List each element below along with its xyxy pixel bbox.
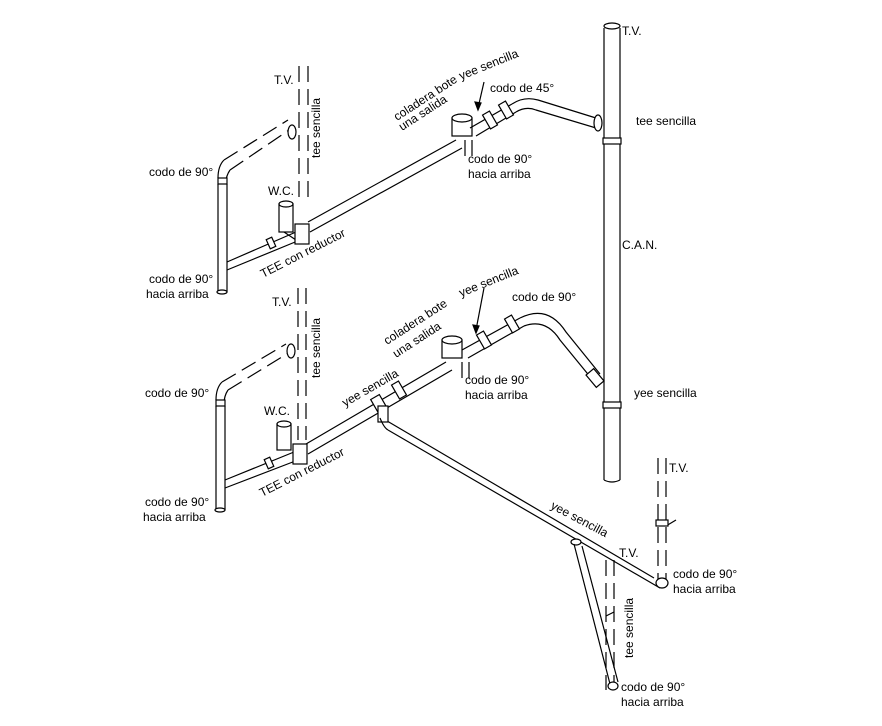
label-tv-right: T.V. xyxy=(669,461,689,475)
label-codo-45: codo de 45° xyxy=(490,81,554,95)
label-codo-90-bottom: codo de 90° xyxy=(621,680,685,694)
label-tv-bottom: T.V. xyxy=(619,546,639,560)
upper-branch xyxy=(216,66,603,295)
label-yee-sencilla-upper: yee sencilla xyxy=(457,46,521,83)
label-tv-upper: T.V. xyxy=(274,73,294,87)
label-can: C.A.N. xyxy=(622,238,657,252)
label-codo-90-upper-right: codo de 90° xyxy=(468,152,532,166)
label-hacia-arriba-right: hacia arriba xyxy=(673,582,736,596)
label-yee-sencilla-main: yee sencilla xyxy=(634,386,697,400)
label-hacia-arriba-upper-right: hacia arriba xyxy=(468,167,531,181)
label-tee-sencilla-bottom: tee sencilla xyxy=(622,598,636,658)
main-vertical-stack xyxy=(602,22,622,483)
label-tv-lower: T.V. xyxy=(272,295,292,309)
label-tee-sencilla-lower: tee sencilla xyxy=(309,318,323,378)
label-hacia-arriba-bottom: hacia arriba xyxy=(621,695,684,709)
label-tee-sencilla-upper: tee sencilla xyxy=(309,98,323,158)
label-tee-sencilla-main: tee sencilla xyxy=(636,114,696,128)
label-codo-90-lower: codo de 90° xyxy=(145,386,209,400)
label-yee-sencilla-lower: yee sencilla xyxy=(457,263,521,300)
label-wc-lower: W.C. xyxy=(264,404,290,418)
label-codo-90-lower-top: codo de 90° xyxy=(512,290,576,304)
lower-branch xyxy=(214,287,677,691)
label-codo-90-lower-bottom: codo de 90° xyxy=(145,495,209,509)
label-hacia-arriba-lower-right: hacia arriba xyxy=(465,388,528,402)
label-codo-90-lower-right: codo de 90° xyxy=(465,373,529,387)
label-hacia-arriba-upper-bottom: hacia arriba xyxy=(146,287,209,301)
label-tv-main: T.V. xyxy=(622,24,642,38)
label-codo-90-upper: codo de 90° xyxy=(149,165,213,179)
label-hacia-arriba-lower-bottom: hacia arriba xyxy=(143,510,206,524)
label-yee-sencilla-lower-left: yee sencilla xyxy=(340,366,402,410)
label-wc-upper: W.C. xyxy=(268,184,294,198)
label-codo-90-right: codo de 90° xyxy=(673,567,737,581)
label-codo-90-upper-bottom: codo de 90° xyxy=(149,272,213,286)
